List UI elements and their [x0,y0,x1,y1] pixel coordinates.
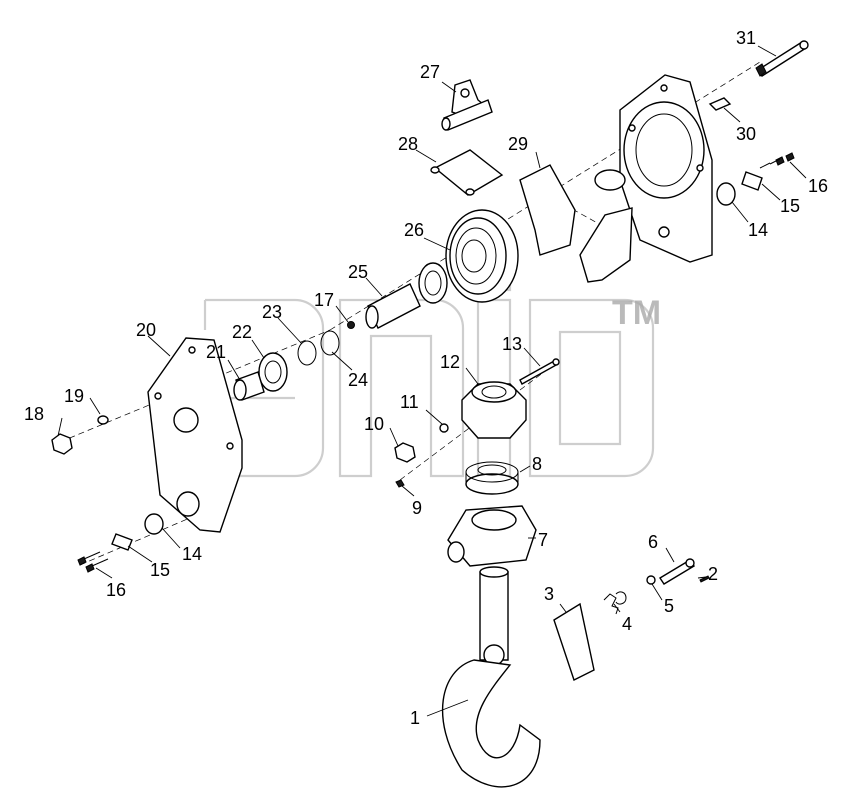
callout-10: 10 [364,414,384,434]
callout-3: 3 [544,584,554,604]
leader-lines [57,45,807,717]
callout-19: 19 [64,386,84,406]
part-5-washer [646,575,656,585]
part-16-screws-right [759,152,795,169]
part-25-shaft [365,262,448,329]
part-20-side-plate [147,337,243,533]
callout-24: 24 [348,370,368,390]
part-15-tab-right [741,171,763,191]
callout-16-right: 16 [808,176,828,196]
callout-14-right: 14 [748,220,768,240]
callout-30: 30 [736,124,756,144]
part-31-bolt [755,40,809,77]
part-23-circlip [297,340,317,366]
part-12-crosshead [461,381,527,439]
callout-5: 5 [664,596,674,616]
callout-28: 28 [398,134,418,154]
callout-15-left: 15 [150,560,170,580]
part-14-plate-left [144,513,164,535]
part-30-key [708,97,732,111]
part-11-washer [439,423,449,433]
callout-31: 31 [736,28,756,48]
callout-22: 22 [232,322,252,342]
callout-15-right: 15 [780,196,800,216]
part-21-sleeve [233,371,265,401]
callout-20: 20 [136,320,156,340]
callout-12: 12 [440,352,460,372]
callout-13: 13 [502,334,522,354]
callout-26: 26 [404,220,424,240]
part-9-grease-fitting [395,479,405,488]
callout-2: 2 [708,564,718,584]
callout-9: 9 [412,498,422,518]
part-4-spring [603,591,627,615]
callout-18: 18 [24,404,44,424]
callout-4: 4 [622,614,632,634]
callout-1: 1 [410,708,420,728]
part-19-washer [97,415,109,425]
part-15-tab-left [111,533,133,551]
part-27-bracket [441,79,493,131]
callout-17: 17 [314,290,334,310]
callout-8: 8 [532,454,542,474]
part-16-screws-left [77,551,109,573]
part-14-plate-right [716,182,736,206]
part-17-nut [347,321,355,329]
part-13-bolt [519,358,560,385]
callout-16-left: 16 [106,580,126,600]
part-right-side-plate [619,74,713,263]
part-18-nut [51,433,73,455]
callout-7: 7 [538,530,548,550]
part-28-plate [430,149,504,196]
callout-27: 27 [420,62,440,82]
part-29-guard [519,164,633,283]
callout-29: 29 [508,134,528,154]
callout-14-left: 14 [182,544,202,564]
part-10-nut [394,442,416,463]
part-7-yoke [447,505,537,567]
callout-21: 21 [206,342,226,362]
part-6-pin [659,558,695,585]
callout-11: 11 [400,392,419,412]
callout-6: 6 [648,532,658,552]
part-22-bearing [258,352,288,392]
callout-25: 25 [348,262,368,282]
callout-labels: 1 2 3 4 5 6 7 8 9 10 11 12 13 14 14 15 1… [24,28,828,728]
watermark: TM [203,260,661,478]
part-8-thrust-bearing [465,461,519,495]
part-26-sheave [445,209,519,303]
callout-23: 23 [262,302,282,322]
part-24-circlip [320,330,340,356]
trademark-text: TM [612,294,661,332]
part-3-latch [553,602,595,681]
part-1-hook [441,566,541,788]
